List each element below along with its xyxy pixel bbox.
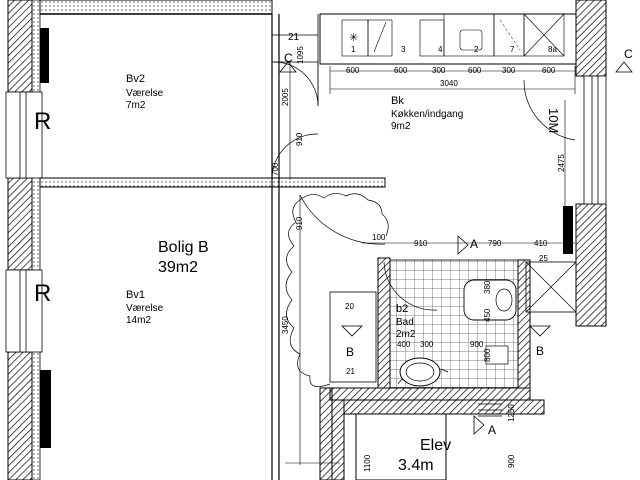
room-bv2-code: Bv2 xyxy=(126,73,145,85)
dim-top-1: 600 xyxy=(346,66,360,75)
dim-3450: 3450 xyxy=(281,316,290,334)
dim-top-6: 600 xyxy=(542,66,556,75)
section-mark-a-upper: A xyxy=(470,237,479,251)
room-bv1-area: 14m2 xyxy=(126,315,152,326)
dim-400: 400 xyxy=(397,340,411,349)
room-bv2-name: Værelse xyxy=(126,88,164,99)
dim-top-5: 300 xyxy=(502,66,516,75)
wall-mark-r-lower: R xyxy=(34,280,52,307)
dim-450: 450 xyxy=(483,308,492,322)
dim-20: 20 xyxy=(345,302,354,311)
dim-1250: 1250 xyxy=(507,404,516,422)
partition-bedrooms-kitchen xyxy=(271,14,319,480)
right-exterior-wall xyxy=(563,0,607,327)
dim-top-4: 600 xyxy=(468,66,482,75)
bolig-area: 39m2 xyxy=(158,259,199,276)
room-b2-area: 2m2 xyxy=(396,329,416,340)
dim-2005: 2005 xyxy=(281,88,290,106)
dim-790: 790 xyxy=(488,239,502,248)
kitchen-module-4: 4 xyxy=(438,45,443,54)
dim-900b: 900 xyxy=(507,454,516,468)
dim-910a: 910 xyxy=(295,132,304,146)
dim-300: 300 xyxy=(420,340,434,349)
left-exterior-wall xyxy=(5,0,51,480)
room-b2-name: Bad xyxy=(396,317,414,328)
dim-total-3040: 3040 xyxy=(440,79,458,88)
bathroom-walls xyxy=(319,257,577,480)
section-mark-c-left: C xyxy=(284,51,293,65)
section-mark-a-lower: A xyxy=(488,423,497,437)
room-bk-code: Bk xyxy=(391,95,404,107)
dim-top-3: 300 xyxy=(432,66,446,75)
dim-1095: 1095 xyxy=(296,46,305,64)
kitchen-module-8a: 8a xyxy=(548,45,557,54)
partition-bv2-bv1 xyxy=(39,177,386,188)
section-mark-b-left: B xyxy=(346,345,355,359)
wall-mark-r-upper: R xyxy=(34,108,52,135)
dimension-lines xyxy=(285,62,576,465)
top-wall xyxy=(39,0,273,15)
section-markers xyxy=(279,61,633,435)
room-bv2-area: 7m2 xyxy=(126,100,146,111)
kitchen-module-7: 7 xyxy=(510,45,515,54)
room-b2-code: b2 xyxy=(396,303,409,315)
dim-25: 25 xyxy=(539,254,548,263)
kitchen-module-2: 2 xyxy=(474,45,479,54)
dim-700: 700 xyxy=(271,162,280,176)
room-bv1-code: Bv1 xyxy=(126,289,145,301)
section-mark-b-right: B xyxy=(536,344,545,358)
dim-380: 380 xyxy=(483,280,492,294)
revision-cloud xyxy=(285,193,389,387)
dim-1100: 1100 xyxy=(363,454,372,472)
elevator-area: 3.4m xyxy=(398,457,434,474)
bolig-name: Bolig B xyxy=(158,239,209,256)
kitchen-module-3: 3 xyxy=(401,45,406,54)
kitchen-module-1: 1 xyxy=(351,45,356,54)
room-bv1-name: Værelse xyxy=(126,303,164,314)
dim-10m: 10M xyxy=(546,108,561,134)
dim-800: 800 xyxy=(483,348,492,362)
dim-top-2: 600 xyxy=(394,66,408,75)
dim-2475: 2475 xyxy=(557,154,566,172)
dim-410: 410 xyxy=(534,239,548,248)
dim-910c: 910 xyxy=(414,239,428,248)
dim-21: 21 xyxy=(288,32,300,43)
section-mark-c-right: C xyxy=(624,47,633,61)
room-bk-area: 9m2 xyxy=(391,121,411,132)
dim-900: 900 xyxy=(470,340,484,349)
elevator-name: Elev xyxy=(420,437,452,454)
kitchen-counter xyxy=(319,13,577,65)
dim-100: 100 xyxy=(372,233,386,242)
dim-910b: 910 xyxy=(295,216,304,230)
stove-symbol-icon: ✳ xyxy=(349,32,359,44)
room-bk-name: Køkken/indgang xyxy=(391,109,464,120)
elevator-shaft xyxy=(331,399,545,480)
dim-21b: 21 xyxy=(346,367,355,376)
